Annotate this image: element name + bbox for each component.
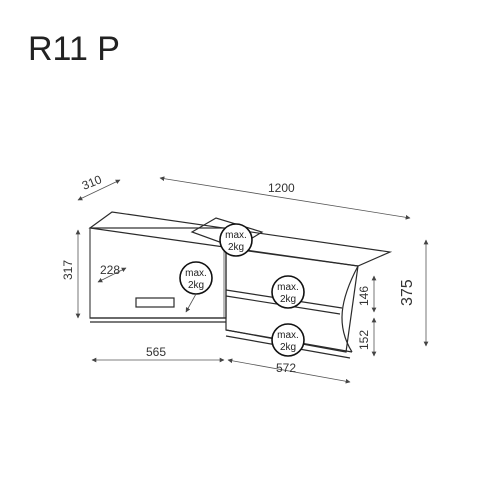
svg-text:2kg: 2kg — [188, 280, 204, 291]
curved-side — [341, 265, 359, 353]
total-height-label: 375 — [399, 279, 416, 306]
inner-depth-label: 228 — [100, 263, 120, 277]
left-height-label: 317 — [61, 260, 75, 280]
product-title: R11 P — [28, 30, 120, 68]
svg-text:2kg: 2kg — [280, 342, 296, 353]
load-badge: max. 2kg — [271, 275, 305, 309]
svg-text:2kg: 2kg — [228, 242, 244, 253]
lower-shelf-height-label: 152 — [357, 330, 371, 350]
svg-text:2kg: 2kg — [280, 294, 296, 305]
svg-text:max.: max. — [277, 282, 299, 293]
left-width-label: 565 — [146, 345, 166, 359]
load-badge: max. 2kg — [179, 261, 213, 295]
dimension-lines — [75, 176, 429, 384]
total-width-label: 1200 — [268, 181, 295, 195]
right-width-label: 572 — [276, 361, 296, 375]
load-badge: max. 2kg — [271, 323, 305, 357]
handle — [135, 297, 175, 308]
svg-text:max.: max. — [185, 268, 207, 279]
load-badge: max. 2kg — [219, 223, 253, 257]
svg-text:max.: max. — [277, 330, 299, 341]
right-shelving — [225, 247, 359, 353]
svg-text:max.: max. — [225, 230, 247, 241]
upper-shelf-height-label: 146 — [357, 286, 371, 306]
